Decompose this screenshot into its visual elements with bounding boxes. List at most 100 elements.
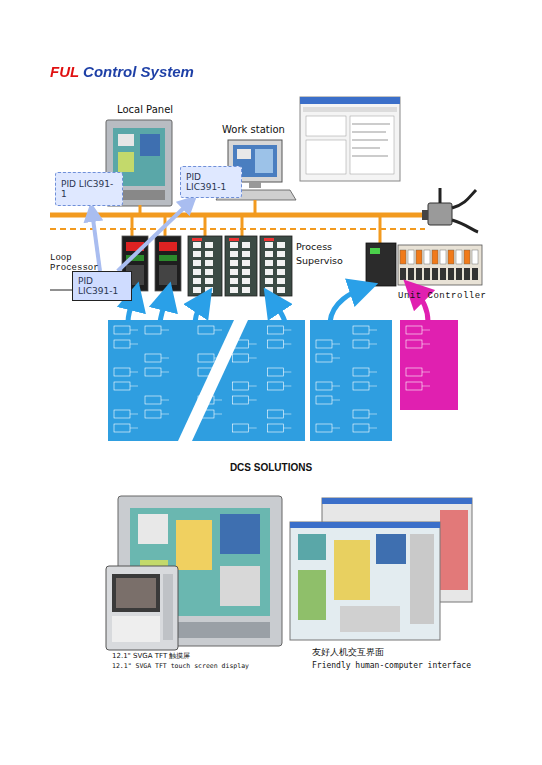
io-module: [464, 250, 470, 264]
software-screenshot: [306, 116, 346, 136]
hmi-screenshot: [340, 606, 400, 632]
io-module: [456, 250, 462, 264]
pid-function-ghost: PID LIC391-1: [180, 166, 242, 198]
unit-controller-device: [366, 243, 396, 286]
image-caption: 友好人机交互界面: [312, 647, 482, 659]
function-block: [114, 340, 130, 348]
function-block-area: [178, 320, 248, 441]
network-bus: [131, 215, 134, 236]
terminal-block: [242, 242, 250, 248]
network-bus: [241, 215, 244, 236]
network-connector: [422, 210, 428, 220]
block-wire: [422, 372, 430, 373]
software-screenshot: [352, 148, 380, 149]
unit-controller-device: [366, 243, 482, 286]
touch-screen-photo: [112, 574, 160, 612]
pid-function-ghost: PID LIC391-1: [55, 172, 123, 206]
function-block-area: [108, 320, 305, 441]
block-wire: [283, 372, 291, 373]
unit-controller-device: [398, 245, 482, 285]
network-bus: [379, 215, 382, 243]
block-wire: [161, 414, 169, 415]
hmi-screenshot: [334, 540, 370, 600]
function-block: [145, 354, 161, 362]
software-screenshot: [352, 124, 390, 125]
terminal-block: [205, 251, 213, 257]
io-module: [416, 250, 422, 264]
software-screenshot: [300, 97, 400, 104]
function-block: [114, 368, 130, 376]
block-wire: [369, 330, 377, 331]
hmi-screenshot: [298, 534, 326, 560]
software-screenshot: [352, 140, 388, 141]
block-wire: [369, 372, 377, 373]
block-wire: [161, 372, 169, 373]
terminal-block: [205, 287, 213, 293]
touch-screen-photo: [106, 496, 282, 650]
function-block: [233, 382, 249, 390]
terminal-block: [277, 260, 285, 266]
signal-arrow: [160, 296, 167, 322]
block-wire: [214, 414, 222, 415]
hmi-screenshot: [290, 522, 440, 640]
network-connector: [422, 188, 478, 232]
function-block: [198, 354, 214, 362]
function-block: [267, 410, 283, 418]
device-label: Unit Controller: [398, 291, 498, 301]
touch-screen-photo: [176, 520, 212, 570]
signal-arrow: [128, 288, 428, 322]
function-block: [316, 354, 332, 362]
function-block-area: [400, 320, 458, 410]
block-wire: [130, 414, 138, 415]
terminal-block: [205, 278, 213, 284]
workstation-computer: [249, 182, 261, 188]
function-block: [406, 382, 422, 390]
io-module: [400, 250, 406, 264]
terminal-block: [205, 242, 213, 248]
software-screenshot: [300, 97, 400, 181]
io-module: [424, 268, 430, 280]
process-supervisor-device: [260, 236, 292, 296]
block-wire: [422, 344, 430, 345]
block-wire: [214, 330, 222, 331]
pid-tag: PID LIC391-1: [78, 276, 126, 296]
function-block: [267, 368, 283, 376]
terminal-block: [265, 242, 273, 248]
network-connector: [452, 220, 478, 232]
terminal-block: [242, 269, 250, 275]
terminal-block: [277, 251, 285, 257]
function-block: [353, 326, 369, 334]
block-wire: [369, 428, 377, 429]
io-module: [472, 268, 478, 280]
network-bus: [254, 200, 257, 215]
function-block: [145, 410, 161, 418]
loop-processor-device: [159, 242, 177, 251]
image-caption: Friendly human-computer interface: [312, 661, 512, 670]
network-connector: [428, 203, 452, 225]
block-wire: [283, 428, 291, 429]
io-module: [456, 268, 462, 280]
function-block: [145, 368, 161, 376]
status-led: [192, 238, 202, 241]
loop-processor-device: [155, 236, 181, 291]
function-block: [267, 424, 283, 432]
block-wire: [214, 400, 222, 401]
terminal-block: [277, 269, 285, 275]
touch-screen-photo: [220, 514, 260, 554]
block-wire: [130, 372, 138, 373]
function-block: [316, 424, 332, 432]
block-wire: [130, 344, 138, 345]
terminal-block: [265, 269, 273, 275]
touch-screen-photo: [220, 566, 260, 606]
terminal-block: [193, 287, 201, 293]
block-wire: [283, 330, 291, 331]
image-caption: 12.1" SVGA TFT 触摸屏: [112, 651, 292, 661]
software-screenshot: [303, 107, 397, 112]
terminal-block: [230, 242, 238, 248]
function-block: [198, 326, 214, 334]
touch-screen-photo: [116, 578, 156, 608]
terminal-block: [242, 260, 250, 266]
touch-screen-photo: [138, 514, 168, 544]
terminal-block: [277, 287, 285, 293]
